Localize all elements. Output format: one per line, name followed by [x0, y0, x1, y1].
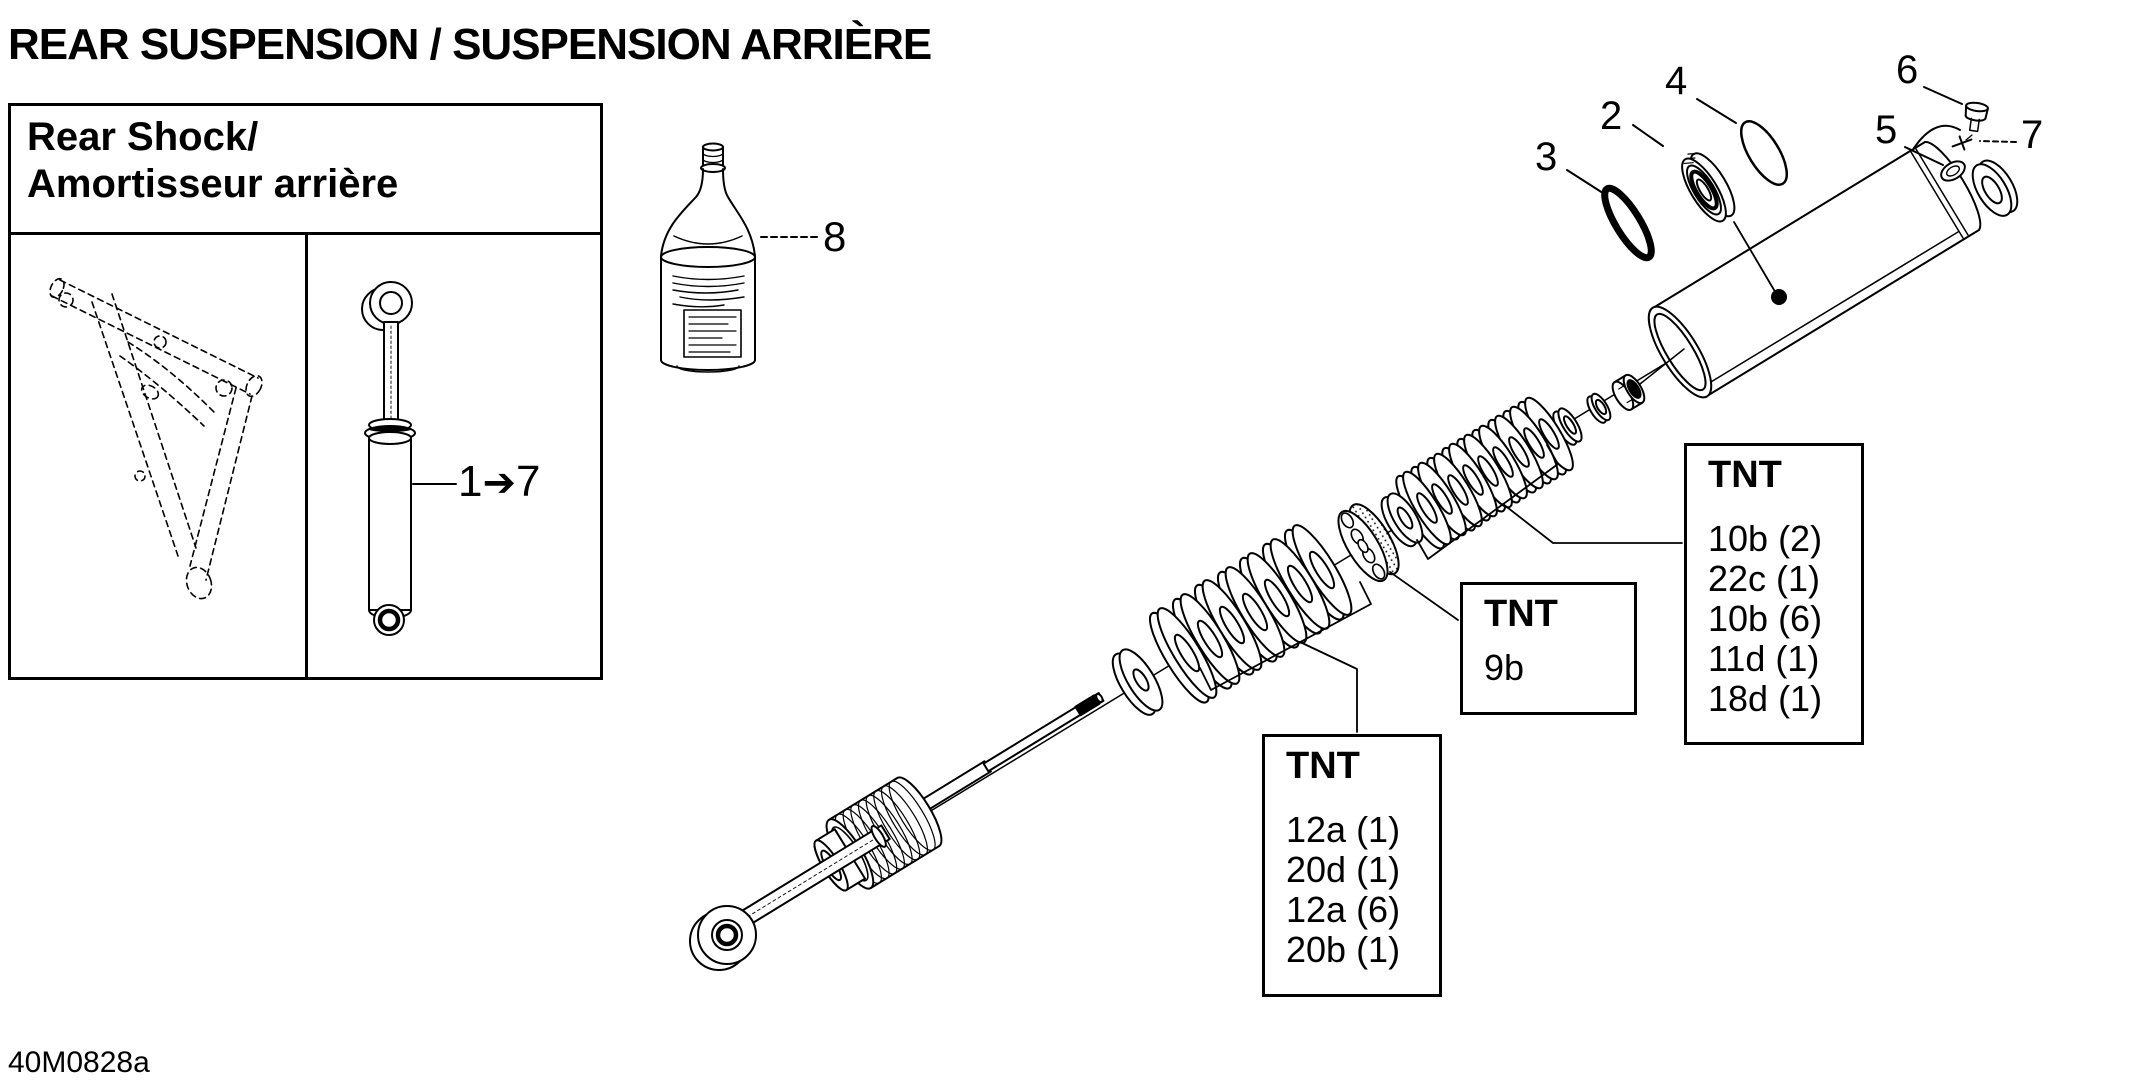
bleed-screw: [1964, 101, 1989, 133]
leader-4: [1696, 98, 1737, 124]
callout-8: 8: [823, 213, 847, 260]
cylinder-eyelet: [1971, 159, 2019, 217]
leader-2: [1632, 124, 1664, 147]
screw-axis-dash: [1965, 134, 1973, 141]
callout-2: 2: [1600, 94, 1623, 138]
valve-cross-mark: [1951, 135, 1973, 151]
spring-washer-small: [1552, 407, 1583, 446]
lower-spring-stack: [1148, 524, 1353, 704]
tnt-item: 9b: [1484, 647, 1525, 688]
page-title: REAR SUSPENSION / SUSPENSION ARRIÈRE: [8, 20, 932, 69]
lock-nut: [1611, 373, 1646, 411]
spring-washer-mid: [1380, 492, 1424, 548]
inset-shock-drawing: [361, 281, 416, 636]
callout-7: 7: [2021, 113, 2044, 157]
tnt-item: 20b (1): [1286, 929, 1401, 970]
upper-spring-stack: [1395, 396, 1574, 550]
retainer-ring: [1586, 392, 1612, 424]
callout-3: 3: [1535, 135, 1558, 179]
group-bracket-lower: [1199, 581, 1372, 691]
oil-bottle: [660, 142, 756, 373]
tnt-middle-items: 9b: [1484, 648, 1634, 688]
leader-tnt-lower: [1299, 641, 1358, 733]
tnt-lower-items: 12a (1) 20d (1) 12a (6) 20b (1): [1286, 810, 1439, 970]
tnt-item: 12a (1): [1286, 809, 1401, 850]
leader-7: [1979, 140, 2017, 143]
right-arrow-icon: ➔: [482, 460, 516, 506]
range-label: 1➔7: [458, 460, 540, 504]
shock-cylinder: [1639, 124, 2019, 399]
seal-head-position-line: [1733, 221, 1778, 296]
leader-5: [1904, 146, 1944, 166]
callout-4: 4: [1665, 59, 1688, 103]
tnt-upper-items: 10b (2) 22c (1) 10b (6) 11d (1) 18d (1): [1708, 519, 1861, 719]
tnt-box-middle: TNT 9b: [1460, 582, 1637, 715]
o-ring-small: [1601, 184, 1655, 262]
piston-coupler: [1337, 503, 1400, 582]
tnt-item: 20d (1): [1286, 849, 1401, 890]
valve-port: [1940, 160, 1966, 182]
leader-tnt-upper: [1502, 503, 1683, 544]
callout-5: 5: [1875, 108, 1898, 152]
tnt-item: 10b (6): [1708, 598, 1823, 639]
range-from: 1: [458, 457, 483, 506]
tnt-box-upper: TNT 10b (2) 22c (1) 10b (6) 11d (1) 18d …: [1684, 443, 1864, 745]
seal-head: [1681, 152, 1736, 223]
tnt-item: 10b (2): [1708, 518, 1823, 559]
leader-tnt-middle: [1389, 571, 1459, 621]
group-bracket-upper: [1416, 444, 1559, 560]
piston-rod: [900, 692, 1105, 824]
inset-header-line1: Rear Shock/: [27, 115, 259, 159]
doc-code: 40M0828a: [8, 1046, 150, 1079]
spring-washer-large: [1111, 648, 1164, 716]
leader-6: [1923, 86, 1963, 105]
tnt-middle-title: TNT: [1484, 593, 1558, 635]
position-dot: [1771, 289, 1787, 305]
tnt-item: 18d (1): [1708, 678, 1823, 719]
tnt-lower-title: TNT: [1286, 745, 1360, 787]
tnt-item: 22c (1): [1708, 558, 1821, 599]
callout-6: 6: [1896, 48, 1919, 92]
range-to: 7: [516, 457, 541, 506]
tnt-item: 12a (6): [1286, 889, 1401, 930]
inset-vertical-divider: [305, 235, 308, 677]
o-ring-large: [1740, 120, 1788, 186]
inset-header-line2: Amortisseur arrière: [27, 162, 399, 206]
frame-ghost-drawing: [49, 277, 263, 600]
tnt-box-lower: TNT 12a (1) 20d (1) 12a (6) 20b (1): [1262, 734, 1442, 997]
tnt-upper-title: TNT: [1708, 454, 1782, 496]
leader-3: [1566, 169, 1607, 196]
inset-box: Rear Shock/ Amortisseur arrière: [8, 103, 603, 680]
shaft-eyelet: [689, 905, 757, 971]
inset-header: Rear Shock/ Amortisseur arrière: [11, 106, 600, 235]
tnt-item: 11d (1): [1708, 638, 1820, 679]
